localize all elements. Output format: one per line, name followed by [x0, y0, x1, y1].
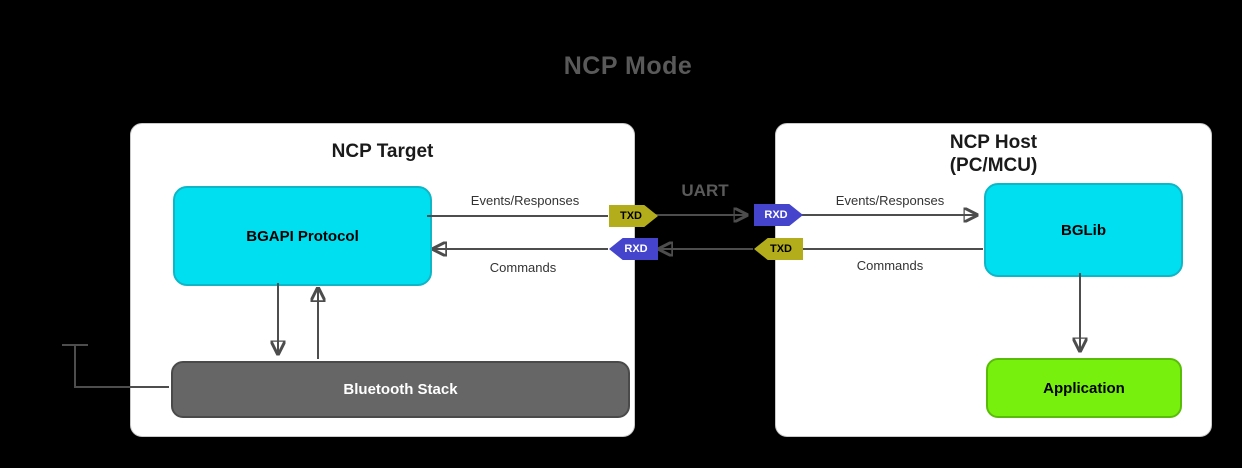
ncp-target-title: NCP Target [331, 141, 434, 162]
bglib-box: BGLib [984, 183, 1183, 277]
txd-pin-tag-host: TXD [754, 238, 803, 260]
rxd-pin-tag-host: RXD [754, 204, 803, 226]
rxd-pin-tag-target: RXD [609, 238, 658, 260]
diagram-title: NCP Mode [563, 52, 693, 80]
ncp-host-title-line2: (PC/MCU) [949, 155, 1038, 176]
bluetooth-stack-box: Bluetooth Stack [171, 361, 630, 418]
ncp-host-title-line1: NCP Host [949, 132, 1038, 153]
txd-pin-tag-target: TXD [609, 205, 658, 227]
uart-label: UART [681, 181, 729, 200]
commands-label-right: Commands [856, 258, 924, 273]
events-responses-label-right: Events/Responses [835, 193, 945, 208]
application-label: Application [1043, 379, 1125, 397]
bglib-label: BGLib [1061, 221, 1106, 239]
ncp-host-panel: NCP Host (PC/MCU) BGLib Application [775, 123, 1212, 437]
application-box: Application [986, 358, 1182, 418]
events-responses-label-left: Events/Responses [470, 193, 580, 208]
ncp-host-title: NCP Host (PC/MCU) [776, 131, 1211, 177]
commands-label-left: Commands [489, 260, 557, 275]
bgapi-protocol-box: BGAPI Protocol [173, 186, 432, 286]
bgapi-protocol-label: BGAPI Protocol [246, 227, 359, 245]
ncp-target-panel: NCP Target BGAPI Protocol Bluetooth Stac… [130, 123, 635, 437]
bluetooth-stack-label: Bluetooth Stack [343, 381, 458, 398]
